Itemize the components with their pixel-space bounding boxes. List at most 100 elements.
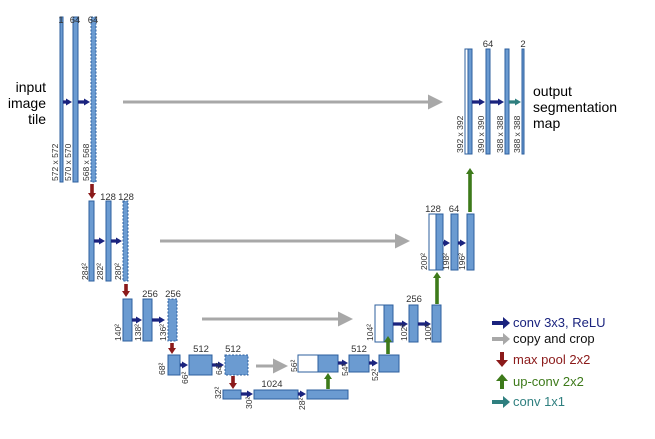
block-l1-input [59, 16, 64, 183]
channel-label: 512 [225, 344, 241, 355]
legend-label-conv3x3: conv 3x3, ReLU [513, 315, 606, 330]
channel-label: 1024 [261, 379, 282, 390]
block-u4-conv1 [348, 354, 370, 373]
block-u2-copy [428, 213, 437, 271]
right-arrow-icon [492, 333, 510, 345]
size-label: 390 x 390 [476, 115, 486, 153]
legend-label-conv1x1: conv 1x1 [513, 394, 565, 409]
upconv-arrow-4 [466, 168, 474, 212]
channel-label: 128 [118, 192, 134, 203]
right-arrow-icon [492, 317, 510, 329]
channel-label: 2 [520, 39, 525, 50]
conv-arrow-l1-b [78, 98, 90, 106]
block-l3-pool [122, 298, 133, 342]
size-label: 392 x 392 [455, 115, 465, 153]
conv-arrow-l3-a [132, 316, 142, 324]
conv-arrow-u1-b [490, 98, 504, 106]
input-label-line-3: tile [28, 111, 46, 127]
conv-arrow-u1-a [472, 98, 485, 106]
legend-up-conv: up-conv 2x2 [496, 374, 584, 389]
input-label: input image tile [8, 79, 46, 127]
conv1x1-arrow [509, 98, 521, 106]
size-label: 282² [95, 263, 105, 280]
conv-arrow-l4-a [180, 361, 188, 369]
legend-max-pool: max pool 2x2 [496, 352, 590, 367]
block-l3-conv2 [167, 298, 178, 342]
block-u1-conv1 [485, 48, 491, 155]
block-u3-upconv [383, 304, 394, 343]
conv-arrow-u4-a [338, 359, 348, 367]
block-l3-conv1 [142, 298, 153, 342]
size-label: 140² [113, 324, 123, 341]
conv-arrow-u3-b [418, 320, 431, 328]
conv-arrow-u2-a [443, 239, 450, 247]
block-u1-upconv [467, 48, 473, 155]
block-u4-copy [297, 354, 319, 373]
channel-label: 256 [165, 289, 181, 300]
block-u3-conv1 [408, 304, 419, 343]
size-label: 280² [113, 263, 123, 280]
channel-label: 256 [406, 294, 422, 305]
maxpool-arrow-3 [168, 343, 176, 354]
block-l1-conv1 [72, 16, 79, 183]
block-u3-copy [374, 304, 385, 343]
channel-label: 1 [58, 15, 63, 26]
operation-arrows [63, 98, 521, 398]
size-label: 388 x 388 [495, 115, 505, 153]
size-label: 136² [158, 324, 168, 341]
size-label: 32² [213, 387, 223, 399]
conv-arrow-l5-a [241, 390, 253, 398]
conv-arrow-l5-b [298, 390, 306, 398]
block-l5-pool [222, 389, 242, 400]
legend-label-copy-crop: copy and crop [513, 331, 595, 346]
conv-arrow-l1-a [63, 98, 72, 106]
conv-arrow-u3-a [393, 320, 408, 328]
conv-arrow-l2-b [111, 237, 122, 245]
output-label-line-3: map [533, 115, 560, 131]
conv-arrow-u4-b [369, 359, 378, 367]
up-arrow-icon [496, 374, 508, 389]
conv-arrow-l2-a [94, 237, 105, 245]
block-l2-conv2 [122, 200, 129, 282]
channel-label: 128 [425, 204, 441, 215]
size-label: 284² [80, 263, 90, 280]
upconv-arrow-3 [433, 272, 441, 304]
block-u2-conv2 [466, 213, 475, 271]
upconv-arrow-2 [384, 336, 392, 354]
block-l5-conv2 [306, 389, 349, 400]
channel-label: 512 [193, 344, 209, 355]
input-label-line-1: input [16, 79, 46, 95]
size-label: 66² [180, 372, 190, 384]
legend-copy-crop: copy and crop [492, 331, 595, 346]
block-u4-conv2 [378, 354, 400, 373]
legend-label-max-pool: max pool 2x2 [513, 352, 590, 367]
size-label: 54² [340, 364, 350, 376]
conv-arrow-l4-b [212, 361, 224, 369]
block-u4-upconv [317, 354, 339, 373]
block-l5-conv1 [253, 389, 299, 400]
size-label: 104² [365, 324, 375, 341]
legend-conv3x3: conv 3x3, ReLU [492, 315, 606, 330]
size-label: 138² [133, 324, 143, 341]
block-u3-conv2 [431, 304, 442, 343]
conv-arrow-u2-b [458, 239, 466, 247]
channel-label: 64 [70, 15, 81, 26]
channel-label: 64 [88, 15, 99, 26]
size-label: 568 x 568 [81, 143, 91, 181]
block-u1-conv2 [504, 48, 510, 155]
size-label: 28² [297, 398, 307, 410]
size-label: 572 x 572 [50, 143, 60, 181]
channel-label: 64 [483, 39, 494, 50]
channel-label: 256 [142, 289, 158, 300]
block-l2-conv1 [105, 200, 112, 282]
size-label: 64² [214, 363, 224, 375]
output-label-line-1: output [533, 83, 572, 99]
block-l4-pool [167, 354, 181, 376]
output-label: output segmentation map [533, 83, 617, 131]
output-label-line-2: segmentation [533, 99, 617, 115]
legend-conv1x1: conv 1x1 [492, 394, 565, 409]
size-label: 68² [157, 363, 167, 375]
block-output [521, 48, 525, 155]
channel-label: 64 [449, 204, 460, 215]
